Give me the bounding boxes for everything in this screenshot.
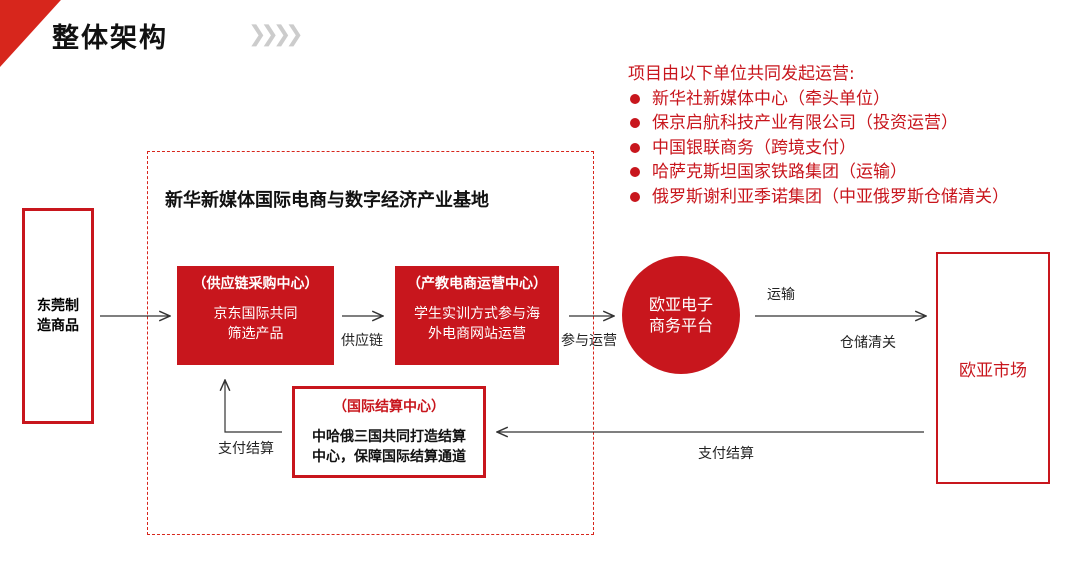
label-payment-right: 支付结算 (698, 446, 754, 462)
list-item: 中国银联商务（跨境支付） (628, 136, 1009, 161)
platform-circle: 欧亚电子商务平台 (622, 256, 740, 374)
ecommerce-center-box: （产教电商运营中心） 学生实训方式参与海外电商网站运营 (395, 266, 559, 365)
base-boundary (147, 151, 594, 535)
label-participate: 参与运营 (561, 333, 617, 349)
supply-center-box: （供应链采购中心） 京东国际共同筛选产品 (177, 266, 334, 365)
label-customs: 仓储清关 (840, 335, 896, 351)
list-item: 哈萨克斯坦国家铁路集团（运输） (628, 160, 1009, 185)
label-payment-left: 支付结算 (218, 441, 274, 457)
list-item: 俄罗斯谢利亚季诺集团（中亚俄罗斯仓储清关） (628, 185, 1009, 210)
source-box: 东莞制造商品 (22, 208, 94, 424)
sponsor-heading: 项目由以下单位共同发起运营: (628, 64, 855, 84)
settlement-center-box: （国际结算中心） 中哈俄三国共同打造结算中心，保障国际结算通道 (292, 386, 486, 478)
label-supply-chain: 供应链 (341, 333, 383, 349)
bullet-icon (630, 93, 640, 104)
list-item: 新华社新媒体中心（牵头单位） (628, 87, 1009, 112)
page-title: 整体架构 (52, 23, 168, 54)
bullet-icon (630, 142, 640, 153)
bullet-icon (630, 167, 640, 178)
arrow-settle-to-supply (225, 380, 282, 433)
label-transport: 运输 (767, 287, 795, 303)
sponsor-list: 项目由以下单位共同发起运营: 新华社新媒体中心（牵头单位） 保京启航科技产业有限… (628, 62, 1009, 209)
bullet-icon (630, 191, 640, 202)
market-box: 欧亚市场 (936, 252, 1050, 484)
chevrons-icon: ❯❯❯❯ (248, 22, 304, 47)
corner-decoration (0, 0, 70, 100)
bullet-icon (630, 118, 640, 129)
base-title: 新华新媒体国际电商与数字经济产业基地 (165, 190, 489, 211)
list-item: 保京启航科技产业有限公司（投资运营） (628, 111, 1009, 136)
